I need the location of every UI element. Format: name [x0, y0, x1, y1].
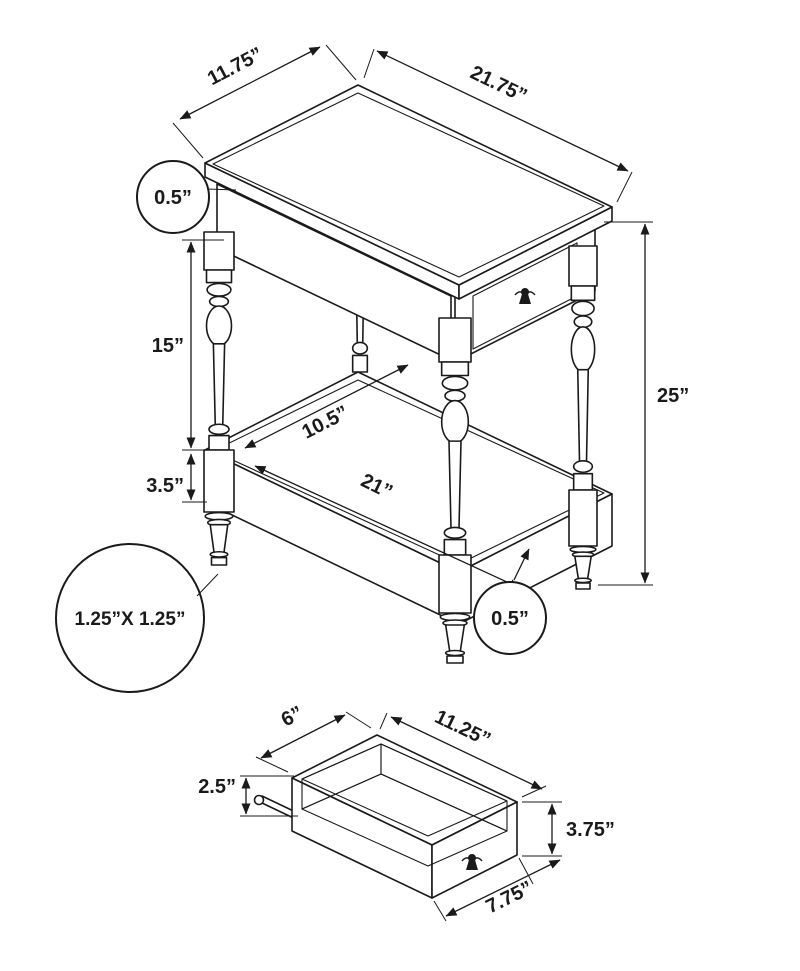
table-diagram: 11.75” 21.75” 0.5” 15” 3.5” 25” [55, 43, 689, 693]
dim-drawer-front-height-label: 3.75” [566, 819, 615, 841]
drawer-floor [301, 773, 508, 867]
dim-top-width-label: 21.75” [467, 62, 531, 108]
shelf-thickness-callout-circle [473, 581, 547, 655]
dim-leg-height-label: 15” [152, 335, 184, 357]
top-thickness-callout-circle [136, 160, 210, 234]
table-shelf [204, 371, 613, 625]
rail-end-knob [253, 794, 265, 806]
dim-overall-height-label: 25” [657, 385, 689, 407]
dim-drawer-front-width-label: 7.75” [483, 877, 537, 918]
dim-shelf-rail-label: 3.5” [146, 475, 184, 497]
dim-shelf-thickness-label: 0.5” [491, 608, 529, 630]
dim-drawer-length-label: 11.25” [431, 706, 494, 751]
table-leg-front-left [203, 231, 235, 566]
drawer-box [291, 734, 518, 899]
drawer-inner-rim [301, 743, 508, 837]
leg-section-callout-circle [55, 543, 205, 693]
dim-top-depth-label: 11.75” [204, 43, 266, 90]
dim-drawer-inner-depth-label: 6” [278, 702, 307, 731]
dim-top-thickness-label: 0.5” [154, 187, 192, 209]
drawer-diagram: 6” 11.25” 2.5” 3.75” 7.75” [198, 702, 615, 922]
dim-leg-section-label: 1.25”X 1.25” [75, 609, 186, 630]
dim-drawer-inner-height-label: 2.5” [198, 776, 236, 798]
table-leg-right [568, 245, 598, 590]
